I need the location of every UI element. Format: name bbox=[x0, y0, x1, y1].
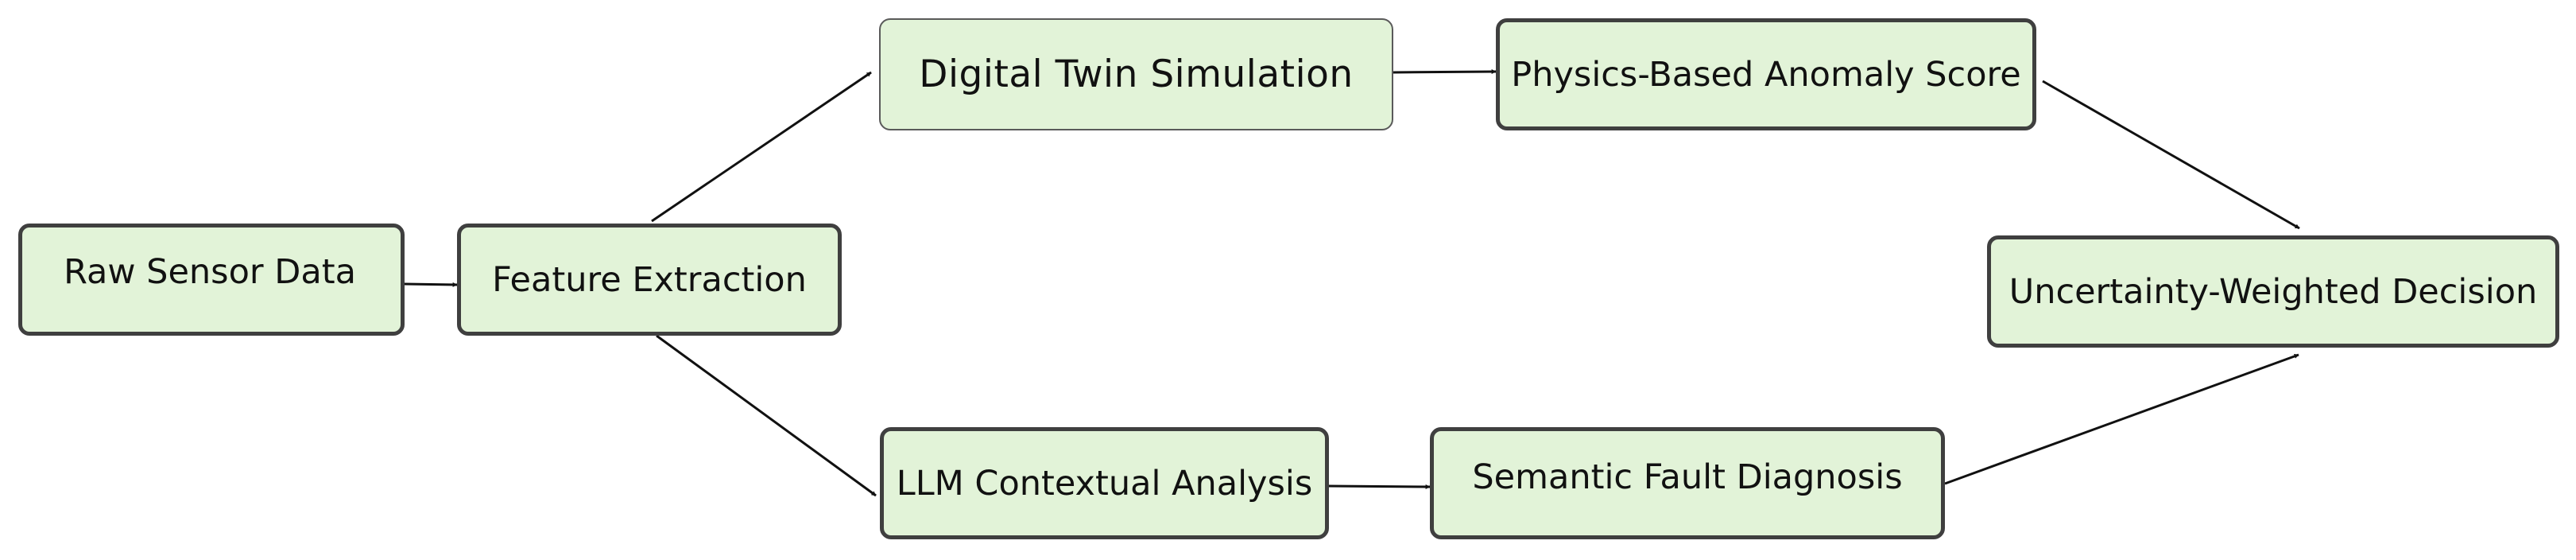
edge-feature-to-twin bbox=[651, 71, 872, 223]
node-llm-contextual-analysis: LLM Contextual Analysis bbox=[880, 427, 1329, 539]
node-physics-based-anomaly-score: Physics-Based Anomaly Score bbox=[1496, 18, 2036, 130]
node-label: LLM Contextual Analysis bbox=[896, 463, 1313, 504]
node-label: Physics-Based Anomaly Score bbox=[1511, 54, 2021, 95]
node-digital-twin-simulation: Digital Twin Simulation bbox=[879, 18, 1393, 130]
node-label: Feature Extraction bbox=[492, 259, 807, 300]
edge-semantic-to-decision bbox=[1944, 353, 2299, 485]
edge-llm-to-semantic bbox=[1328, 484, 1431, 489]
node-feature-extraction: Feature Extraction bbox=[457, 224, 842, 336]
node-label: Raw Sensor Data bbox=[64, 251, 356, 292]
node-label: Semantic Fault Diagnosis bbox=[1472, 457, 1903, 497]
edge-raw-to-feature bbox=[404, 282, 458, 287]
node-label: Uncertainty-Weighted Decision bbox=[2009, 271, 2538, 312]
node-semantic-fault-diagnosis: Semantic Fault Diagnosis bbox=[1430, 427, 1945, 539]
edge-physics-to-decision bbox=[2042, 80, 2300, 230]
node-uncertainty-weighted-decision: Uncertainty-Weighted Decision bbox=[1987, 235, 2559, 348]
edge-feature-to-llm bbox=[656, 334, 877, 497]
node-raw-sensor-data: Raw Sensor Data bbox=[18, 224, 405, 336]
node-label: Digital Twin Simulation bbox=[919, 52, 1354, 96]
